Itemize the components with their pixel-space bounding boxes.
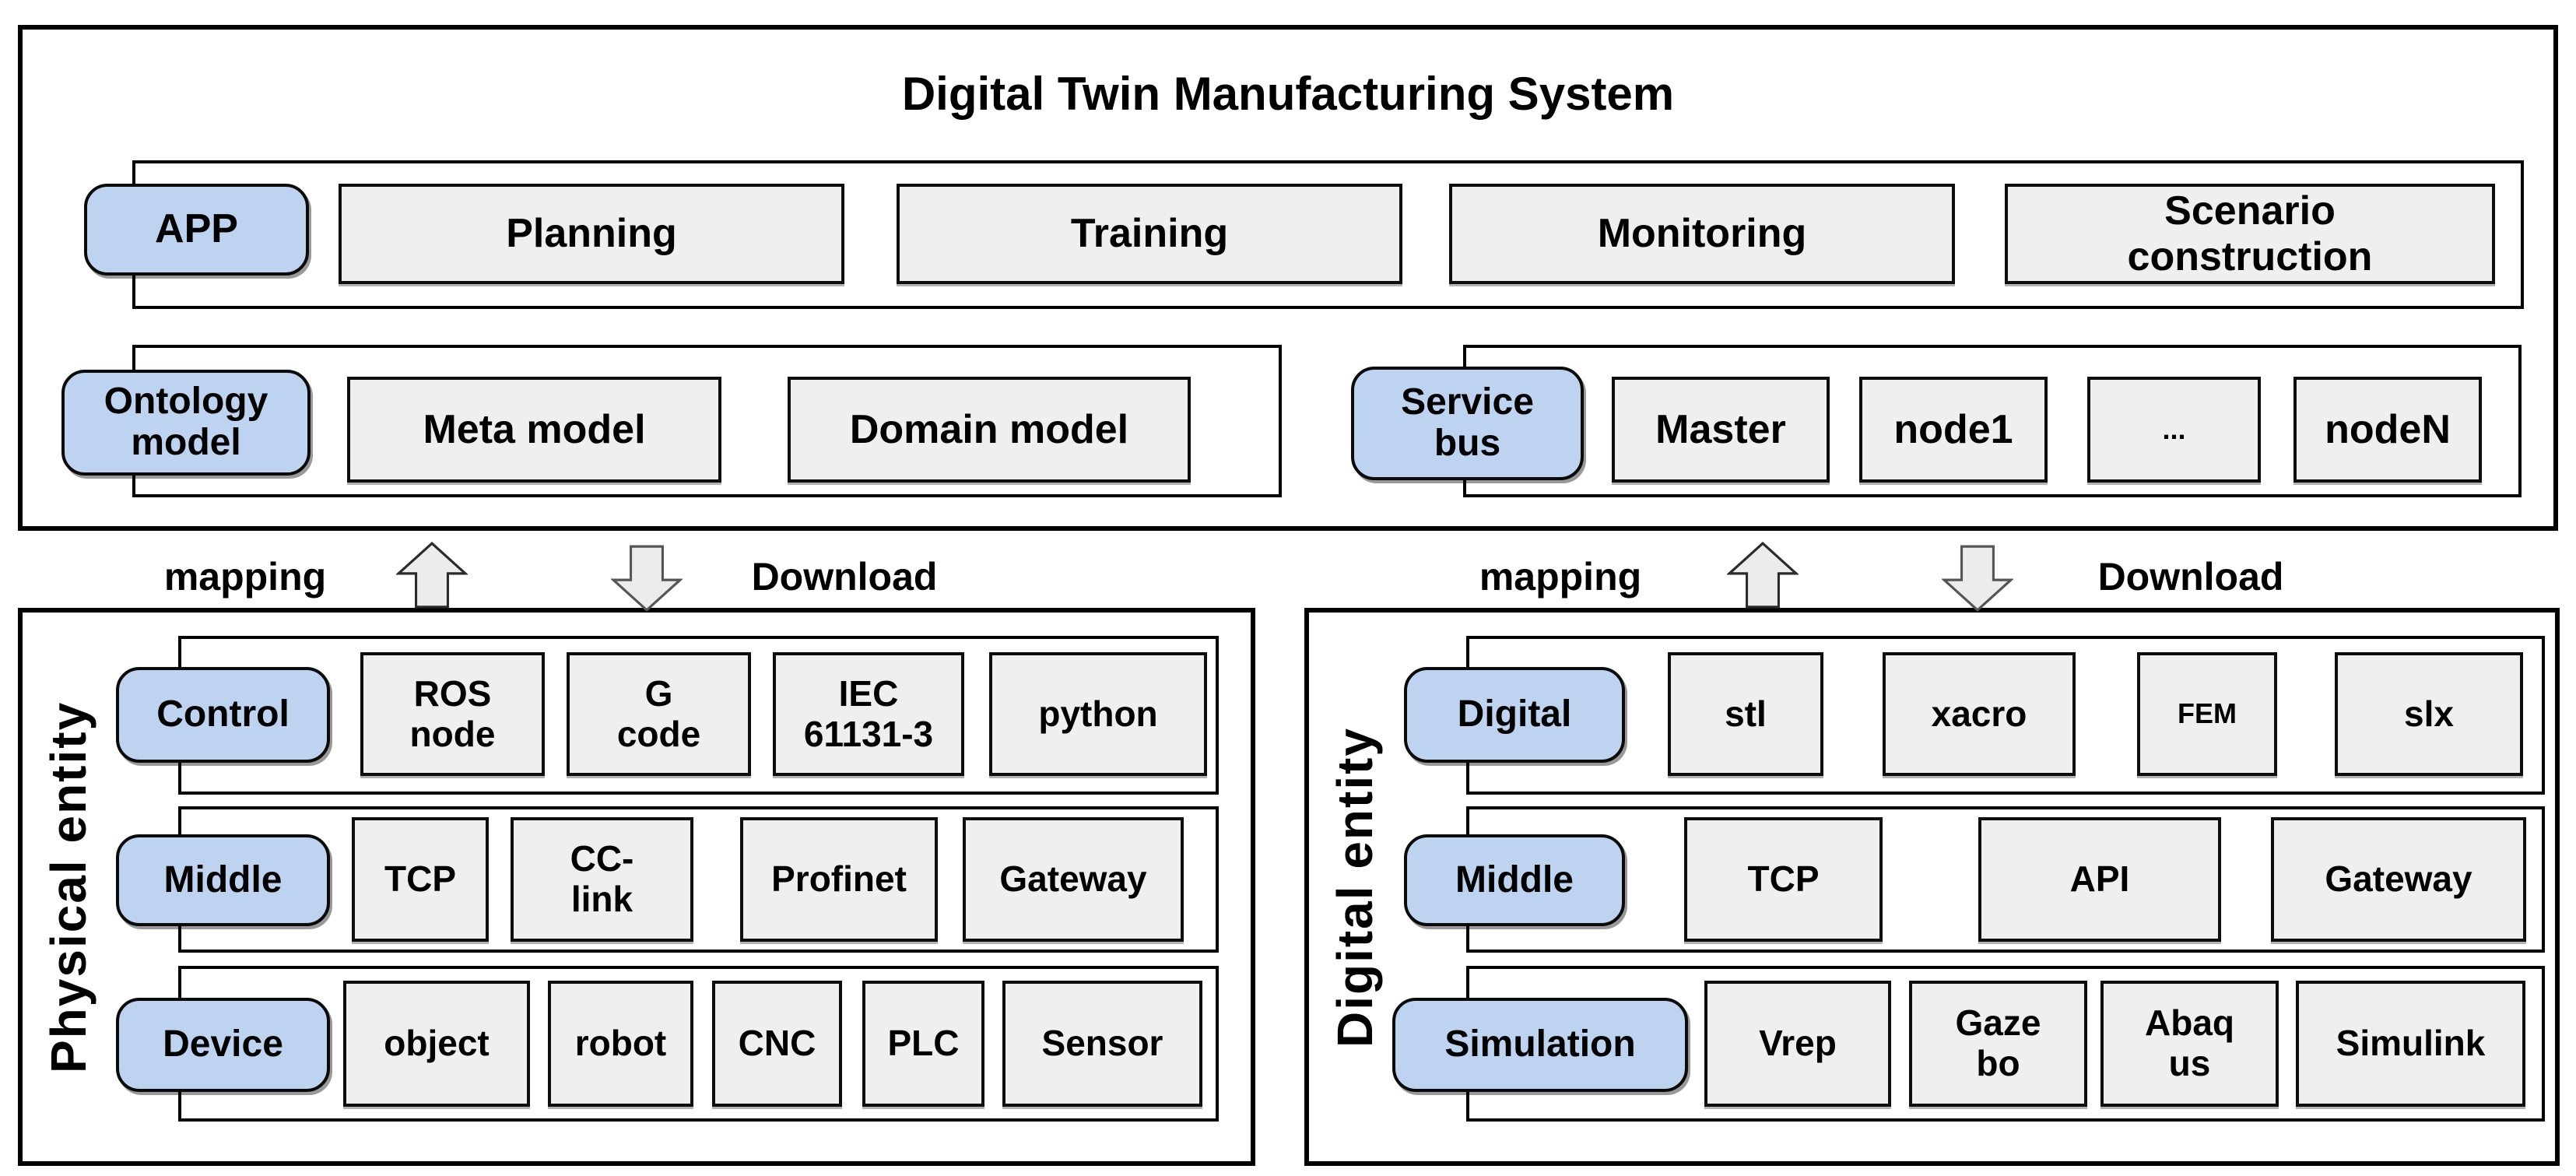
item-plc: PLC [862, 981, 984, 1107]
mapping-label-left: mapping [163, 555, 327, 599]
digital-entity-side-label: Digital entity [1327, 726, 1383, 1048]
simulation-layer-label: Simulation [1392, 998, 1688, 1092]
item-node1: node1 [1859, 377, 2048, 483]
app-layer-label: APP [84, 184, 309, 276]
item-fem: FEM [2137, 652, 2277, 776]
item-vrep: Vrep [1704, 981, 1891, 1107]
control-layer-label: Control [116, 667, 330, 763]
item-tcp-digital: TCP [1684, 817, 1883, 942]
item-tcp: TCP [352, 817, 489, 942]
device-layer-label: Device [116, 998, 330, 1092]
diagram-title: Digital Twin Manufacturing System [901, 68, 1675, 120]
digital-middle-layer-label: Middle [1404, 834, 1625, 926]
item-api: API [1978, 817, 2221, 942]
item-python: python [989, 652, 1207, 776]
physical-middle-layer-label: Middle [116, 834, 330, 926]
item-nodeN: nodeN [2293, 377, 2482, 483]
item-domain-model: Domain model [788, 377, 1191, 483]
item-scenario-construction: Scenario construction [2005, 184, 2495, 284]
item-planning: Planning [339, 184, 844, 284]
item-training: Training [897, 184, 1402, 284]
item-robot: robot [548, 981, 693, 1107]
digital-layer-label: Digital [1404, 667, 1625, 763]
item-cnc: CNC [712, 981, 842, 1107]
item-object: object [343, 981, 530, 1107]
ontology-model-label: Ontology model [61, 370, 311, 476]
item-cc-link: CC- link [511, 817, 693, 942]
item-stl: stl [1668, 652, 1823, 776]
down-arrow-icon [611, 545, 683, 612]
up-arrow-icon [396, 542, 468, 609]
item-gateway: Gateway [963, 817, 1184, 942]
up-arrow-icon [1727, 542, 1799, 609]
item-abaqus: Abaq us [2100, 981, 2279, 1107]
service-bus-label: Service bus [1351, 367, 1584, 480]
item-sensor: Sensor [1002, 981, 1202, 1107]
item-gazebo: Gaze bo [1909, 981, 2087, 1107]
item-ros-node: ROS node [360, 652, 545, 776]
download-label-left: Download [751, 555, 938, 599]
down-arrow-icon [1942, 545, 2013, 612]
item-master: Master [1612, 377, 1830, 483]
item-gateway-digital: Gateway [2271, 817, 2526, 942]
item-simulink: Simulink [2296, 981, 2525, 1107]
item-meta-model: Meta model [347, 377, 721, 483]
item-slx: slx [2335, 652, 2523, 776]
item-iec-61131-3: IEC 61131-3 [773, 652, 964, 776]
download-label-right: Download [2097, 555, 2284, 599]
mapping-label-right: mapping [1479, 555, 1642, 599]
item-xacro: xacro [1883, 652, 2076, 776]
item-node-ellipsis: ... [2087, 377, 2261, 483]
item-g-code: G code [567, 652, 751, 776]
physical-entity-side-label: Physical entity [40, 700, 97, 1074]
item-profinet: Profinet [740, 817, 938, 942]
item-monitoring: Monitoring [1449, 184, 1955, 284]
